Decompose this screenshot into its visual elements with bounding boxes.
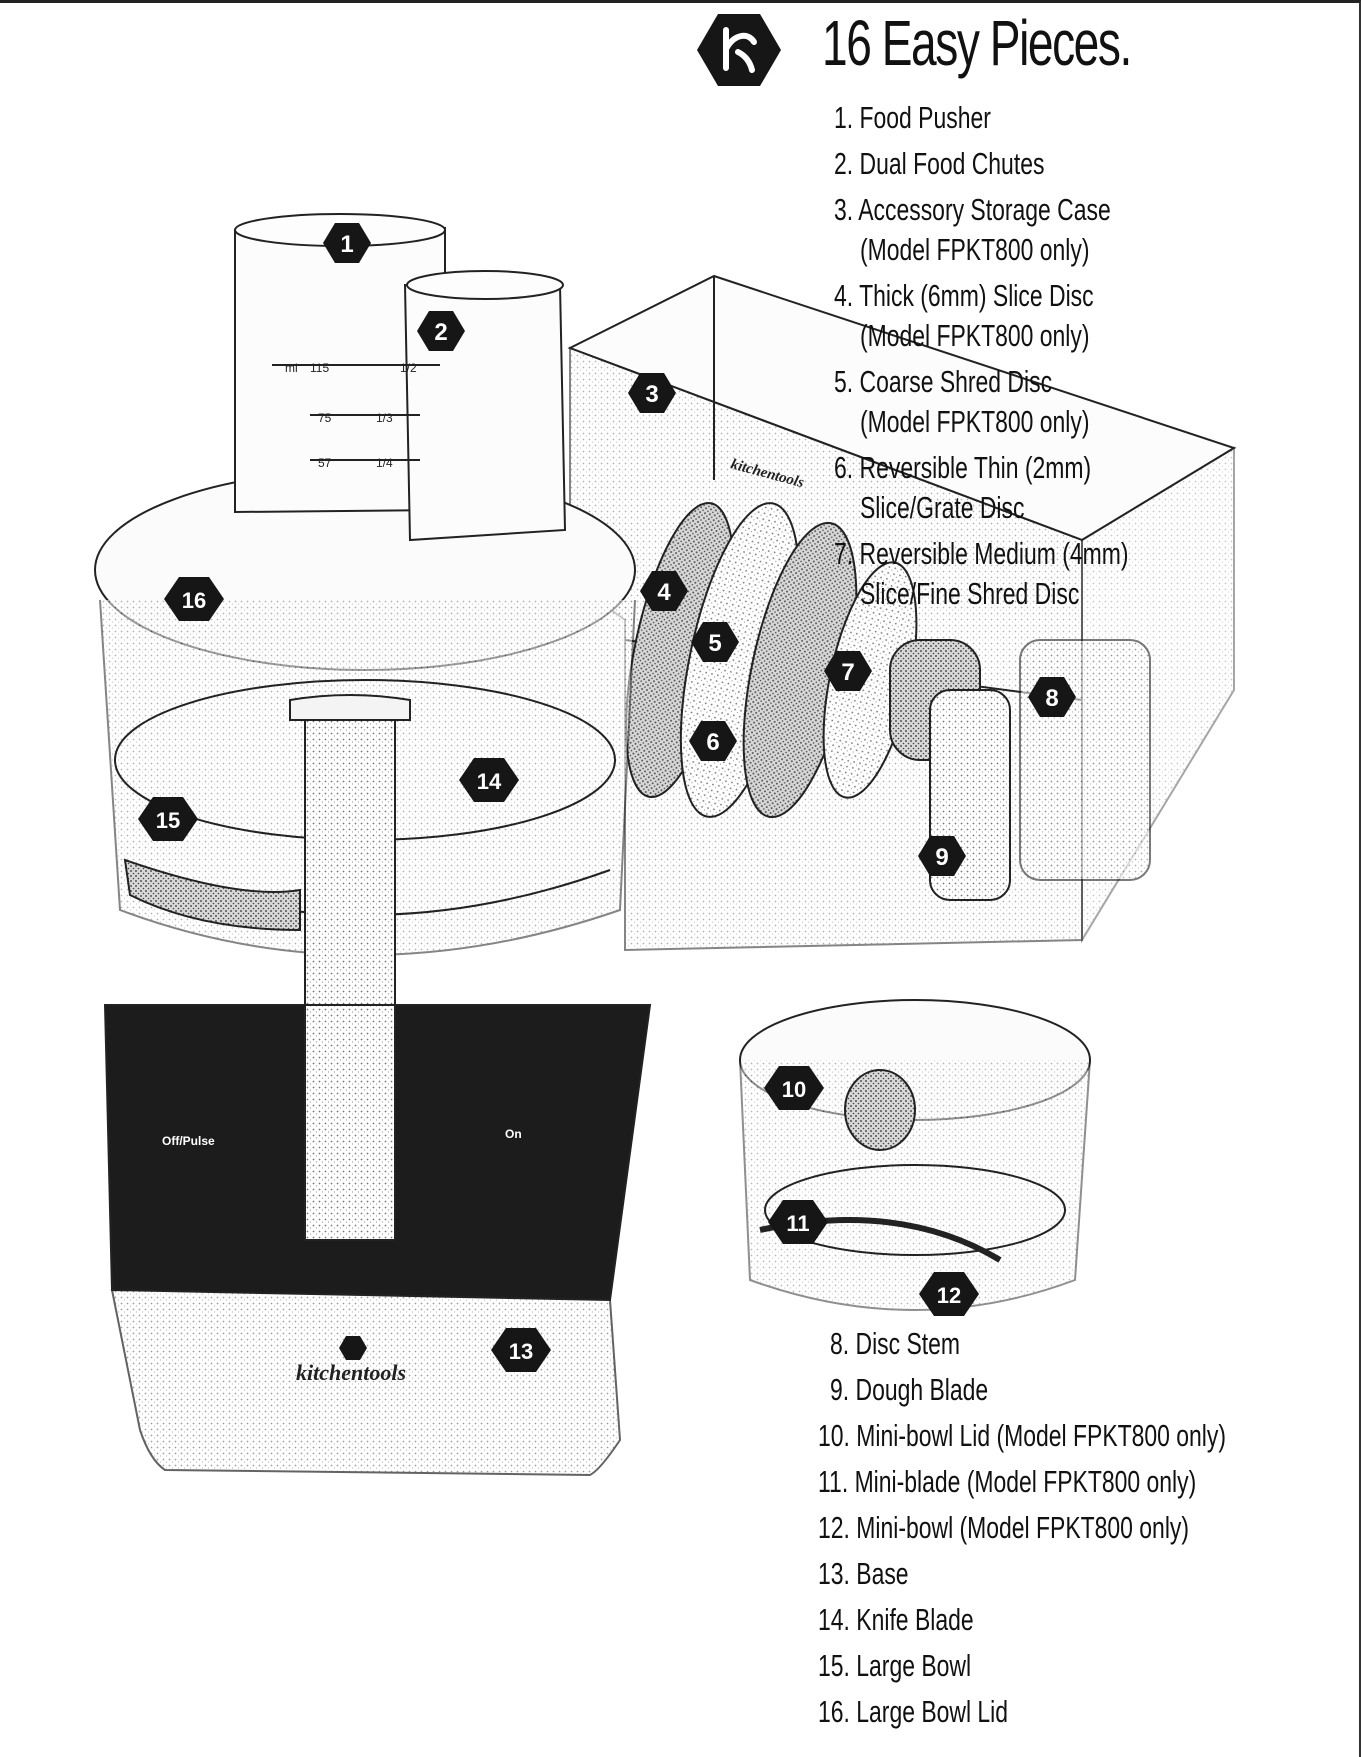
list-item: 3. Accessory Storage Case: [834, 192, 1111, 227]
svg-text:10: 10: [782, 1077, 806, 1102]
callout-8: 8: [1028, 677, 1076, 717]
list-item: 16. Large Bowl Lid: [818, 1694, 1009, 1729]
list-item: 11. Mini-blade (Model FPKT800 only): [818, 1464, 1197, 1499]
callout-6: 6: [689, 721, 737, 761]
mini-bowl: [739, 999, 1091, 1311]
list-item: 1. Food Pusher: [834, 100, 991, 135]
svg-text:3: 3: [645, 381, 658, 408]
off-pulse-label: Off/Pulse: [162, 1134, 215, 1148]
base-logo-icon: [339, 1336, 367, 1360]
list-item: 14. Knife Blade: [818, 1602, 974, 1637]
list-item-note: (Model FPKT800 only): [860, 404, 1090, 439]
callout-16: 16: [164, 577, 224, 621]
base-brand: kitchentools: [296, 1360, 406, 1385]
list-item: 7. Reversible Medium (4mm): [834, 536, 1129, 571]
svg-text:6: 6: [706, 729, 719, 756]
list-item: 15. Large Bowl: [818, 1648, 972, 1683]
svg-text:1/4: 1/4: [376, 456, 393, 470]
list-item: 12. Mini-bowl (Model FPKT800 only): [818, 1510, 1190, 1545]
callout-14: 14: [459, 758, 519, 802]
svg-text:12: 12: [937, 1283, 961, 1308]
svg-text:1/3: 1/3: [376, 411, 393, 425]
callout-markers: 1 2 3 4 5 6 7 8 9 10 11 12 13 14 15 16: [138, 223, 1076, 1372]
svg-text:57: 57: [318, 456, 332, 470]
callout-3: 3: [628, 373, 676, 413]
callout-4: 4: [640, 571, 688, 611]
callout-9: 9: [918, 836, 966, 876]
svg-text:8: 8: [1045, 685, 1058, 712]
list-item: 5. Coarse Shred Disc: [834, 364, 1053, 399]
callout-10: 10: [764, 1066, 824, 1110]
measurement-marks: ml 115 1/2 75 1/3 57 1/4: [285, 361, 417, 470]
list-item-note: Slice/Fine Shred Disc: [860, 576, 1080, 611]
callout-1: 1: [323, 223, 371, 263]
svg-text:75: 75: [318, 411, 332, 425]
svg-text:ml: ml: [285, 361, 298, 375]
page-title: 16 Easy Pieces.: [822, 7, 1132, 79]
kitchentools-logo-icon: [697, 14, 781, 86]
svg-text:5: 5: [708, 630, 721, 657]
svg-text:1/2: 1/2: [400, 361, 417, 375]
list-item: 13. Base: [818, 1556, 909, 1591]
svg-text:1: 1: [340, 231, 353, 258]
callout-13: 13: [491, 1328, 551, 1372]
list-item-note: (Model FPKT800 only): [860, 232, 1090, 267]
svg-text:115: 115: [310, 361, 329, 375]
svg-text:14: 14: [477, 769, 502, 794]
callout-2: 2: [417, 311, 465, 351]
svg-text:4: 4: [657, 579, 671, 606]
feed-tube: [234, 213, 567, 542]
callout-5: 5: [691, 622, 739, 662]
discs-in-case: [625, 501, 1151, 901]
base: [103, 1004, 652, 1477]
svg-text:15: 15: [156, 808, 180, 833]
list-item: 10. Mini-bowl Lid (Model FPKT800 only): [818, 1418, 1227, 1453]
on-label: On: [505, 1127, 522, 1141]
svg-text:7: 7: [841, 659, 854, 686]
svg-text:9: 9: [935, 844, 948, 871]
svg-text:16: 16: [182, 588, 206, 613]
svg-text:13: 13: [509, 1339, 533, 1364]
svg-text:2: 2: [434, 319, 447, 346]
list-item-note: (Model FPKT800 only): [860, 318, 1090, 353]
list-item-note: Slice/Grate Disc: [860, 490, 1025, 525]
list-item: 8. Disc Stem: [830, 1326, 961, 1361]
callout-11: 11: [768, 1200, 828, 1244]
callout-12: 12: [919, 1272, 979, 1316]
callout-7: 7: [824, 651, 872, 691]
list-item: 6. Reversible Thin (2mm): [834, 450, 1092, 485]
list-item: 2. Dual Food Chutes: [834, 146, 1045, 181]
svg-text:11: 11: [786, 1211, 809, 1236]
callout-15: 15: [138, 797, 198, 841]
list-item: 9. Dough Blade: [830, 1372, 989, 1407]
list-item: 4. Thick (6mm) Slice Disc: [834, 278, 1094, 313]
